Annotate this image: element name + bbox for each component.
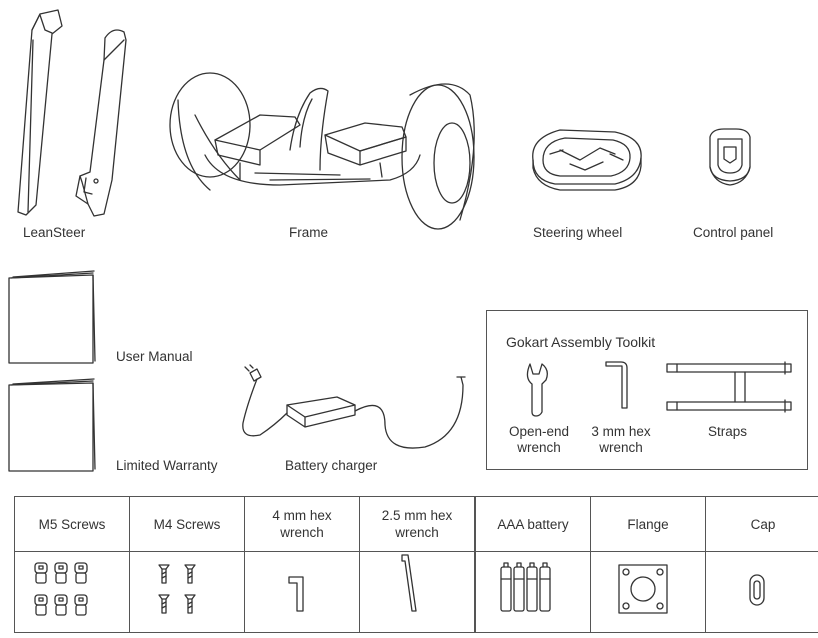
hex-wrench-3mm-label: 3 mm hex wrench xyxy=(582,424,660,456)
control-panel-label: Control panel xyxy=(693,225,774,240)
straps-icon xyxy=(666,361,792,413)
hardware-item-label: M4 Screws xyxy=(130,497,244,552)
limited-warranty-icon xyxy=(8,378,96,472)
limited-warranty-label: Limited Warranty xyxy=(116,458,218,473)
hardware-item: AAA battery xyxy=(475,496,591,633)
open-end-wrench-icon xyxy=(526,363,548,417)
aaa-battery-icon xyxy=(500,562,551,612)
open-end-wrench-line2: wrench xyxy=(517,440,561,455)
toolkit-box xyxy=(486,310,808,470)
hardware-item: 2.5 mm hex wrench xyxy=(359,496,475,633)
flange-icon xyxy=(618,564,668,614)
hex-wrench-3mm-line2: wrench xyxy=(599,440,643,455)
hardware-item-label-line: AAA battery xyxy=(497,516,569,532)
leansteer-illustration xyxy=(17,9,127,217)
hardware-item: M4 Screws xyxy=(129,496,245,633)
hardware-item-label: Cap xyxy=(706,497,818,552)
steering-wheel-label: Steering wheel xyxy=(533,225,623,240)
control-panel-illustration xyxy=(709,128,751,186)
open-end-wrench-label: Open-end wrench xyxy=(500,424,578,456)
hardware-item-label-line: wrench xyxy=(280,525,324,540)
hardware-item-label: AAA battery xyxy=(476,497,590,552)
toolkit-title: Gokart Assembly Toolkit xyxy=(506,334,656,350)
hardware-item-label: 4 mm hex wrench xyxy=(245,497,359,552)
hardware-item-label-line: M4 Screws xyxy=(153,516,221,532)
hardware-item: Flange xyxy=(590,496,706,633)
hex-wrench-4mm-icon xyxy=(288,576,304,612)
leansteer-label: LeanSteer xyxy=(23,225,86,240)
battery-charger-label: Battery charger xyxy=(285,458,378,473)
frame-label: Frame xyxy=(289,225,329,240)
cap-icon xyxy=(749,574,765,606)
m4-screws-icon xyxy=(158,564,196,614)
hardware-item-label-line: 4 mm hex xyxy=(272,508,332,523)
user-manual-label: User Manual xyxy=(116,349,193,364)
user-manual-icon xyxy=(8,270,96,364)
hardware-item-label-line: 2.5 mm hex xyxy=(381,508,453,523)
hardware-item-label-line: Cap xyxy=(750,516,776,532)
frame-illustration xyxy=(169,72,475,230)
m5-screws-icon xyxy=(34,562,88,616)
straps-label: Straps xyxy=(708,424,748,439)
battery-charger-icon xyxy=(242,364,466,449)
hardware-item: M5 Screws xyxy=(14,496,130,633)
hardware-item-label: M5 Screws xyxy=(15,497,129,552)
hardware-item-label-line: Flange xyxy=(627,516,669,532)
hex-wrench-2-5mm-icon xyxy=(401,554,417,612)
hardware-item: 4 mm hex wrench xyxy=(244,496,360,633)
steering-wheel-illustration xyxy=(532,129,642,191)
hardware-item: Cap xyxy=(705,496,818,633)
hex-wrench-3mm-icon xyxy=(605,361,628,409)
hardware-item-label-line: M5 Screws xyxy=(38,516,106,532)
hex-wrench-3mm-line1: 3 mm hex xyxy=(591,424,651,439)
open-end-wrench-line1: Open-end xyxy=(508,424,570,439)
hardware-item-label: Flange xyxy=(591,497,705,552)
hardware-item-label: 2.5 mm hex wrench xyxy=(360,497,474,552)
hardware-item-label-line: wrench xyxy=(395,525,439,540)
